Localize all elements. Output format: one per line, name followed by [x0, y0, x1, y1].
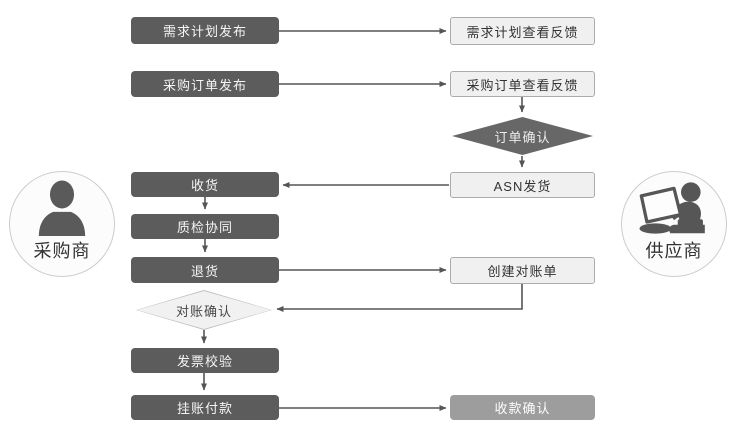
node-label: 退货 [190, 263, 219, 279]
node-po-feedback: 采购订单查看反馈 [450, 71, 595, 97]
node-label: 收款确认 [494, 401, 551, 416]
node-demand-plan-publish: 需求计划发布 [131, 17, 279, 44]
node-label: 订单确认 [494, 129, 551, 145]
node-order-confirm: 订单确认 [452, 117, 593, 155]
node-invoice-check: 发票校验 [131, 348, 279, 373]
node-po-publish: 采购订单发布 [131, 71, 279, 97]
node-book-payment: 挂账付款 [131, 395, 279, 420]
node-label: 挂账付款 [176, 401, 233, 416]
node-create-statement: 创建对账单 [450, 257, 595, 284]
node-receive-goods: 收货 [131, 172, 279, 197]
actor-label: 供应商 [645, 241, 703, 261]
node-label: 发票校验 [176, 354, 233, 369]
node-label: 质检协同 [176, 220, 233, 235]
node-label: 创建对账单 [487, 264, 558, 279]
actor-supplier: 供应商 [621, 171, 727, 277]
node-quality-collab: 质检协同 [131, 214, 279, 239]
node-label: 对账确认 [175, 303, 232, 319]
node-label: 收货 [190, 178, 219, 193]
actor-buyer: 采购商 [9, 171, 115, 277]
node-label: ASN发货 [493, 178, 552, 194]
node-label: 采购订单查看反馈 [466, 77, 579, 93]
person-bust-icon [38, 180, 86, 236]
node-label: 采购订单发布 [162, 77, 247, 93]
node-receipt-confirm: 收款确认 [450, 395, 595, 420]
actor-label: 采购商 [33, 241, 91, 261]
node-label: 需求计划发布 [162, 24, 247, 39]
person-at-computer-icon [639, 182, 705, 234]
node-label: 需求计划查看反馈 [466, 24, 579, 40]
node-asn-ship: ASN发货 [450, 172, 595, 198]
node-return-goods: 退货 [131, 257, 279, 283]
node-statement-confirm: 对账确认 [136, 290, 272, 330]
node-demand-plan-feedback: 需求计划查看反馈 [450, 17, 595, 45]
